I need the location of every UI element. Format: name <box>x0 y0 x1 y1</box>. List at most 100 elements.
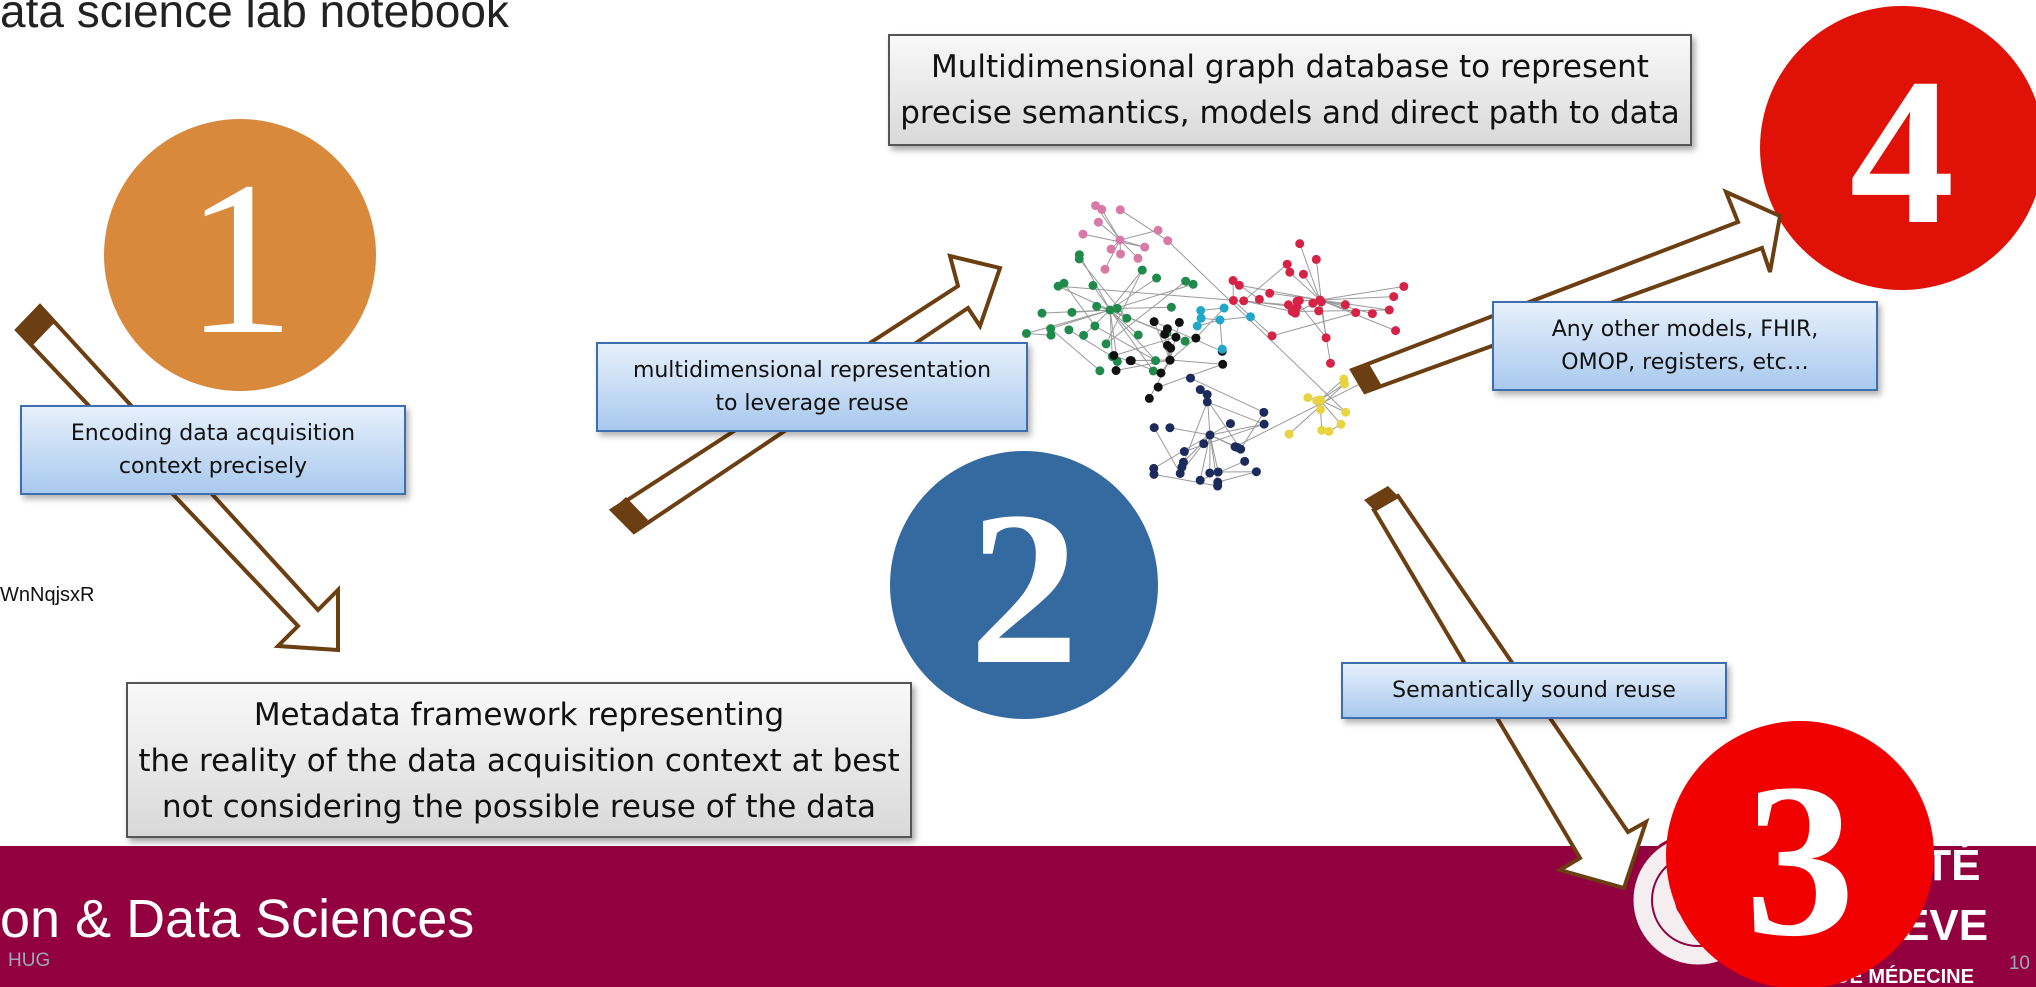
network-node <box>1228 295 1238 305</box>
network-edge <box>1209 434 1236 448</box>
network-node <box>1245 312 1255 322</box>
network-node <box>1137 265 1147 275</box>
network-node <box>1174 317 1184 327</box>
network-edge <box>1319 399 1342 425</box>
network-edge <box>1167 240 1346 413</box>
network-edge <box>1050 309 1111 330</box>
network-node <box>1205 468 1215 478</box>
multidim-line-1: multidimensional representation <box>632 358 992 383</box>
network-node <box>1195 385 1205 395</box>
network-node <box>1267 331 1277 341</box>
network-node <box>1205 430 1215 440</box>
network-node <box>1399 281 1409 291</box>
encoding-line-2: context precisely <box>118 454 308 479</box>
network-node <box>1324 426 1334 436</box>
network-edge <box>1169 359 1223 365</box>
network-edge <box>1063 282 1096 327</box>
network-node <box>1165 423 1175 433</box>
network-edge <box>1319 383 1345 401</box>
network-node <box>1185 373 1195 383</box>
semantic-line-1: Semantically sound reuse <box>1392 678 1676 703</box>
network-node <box>1239 296 1249 306</box>
network-node <box>1285 267 1295 277</box>
network-node <box>1292 302 1302 312</box>
network-node <box>1283 300 1293 310</box>
network-graph <box>1021 201 1409 491</box>
side-text: WnNqjsxR <box>0 584 95 606</box>
network-node <box>1175 468 1185 478</box>
network-edge <box>1071 309 1111 313</box>
network-edge <box>1094 325 1156 362</box>
network-node <box>1133 253 1143 263</box>
network-edge <box>1199 434 1211 481</box>
network-node <box>1298 269 1308 279</box>
network-edge <box>1240 412 1265 450</box>
network-node <box>1225 419 1235 429</box>
network-edge <box>1217 471 1257 483</box>
network-edge <box>1153 321 1171 361</box>
network-node <box>1149 317 1159 327</box>
badge-3: 3 <box>1666 721 1934 987</box>
network-edge <box>1315 259 1322 302</box>
network-node <box>1156 368 1166 378</box>
network-node <box>1179 447 1189 457</box>
graph-db-line-1: Multidimensional graph database to repre… <box>931 49 1649 85</box>
network-node <box>1122 313 1132 323</box>
network-node <box>1166 343 1176 353</box>
metadata-line-3: not considering the possible reuse of th… <box>162 789 876 825</box>
network-node <box>1144 393 1154 403</box>
network-node <box>1314 306 1324 316</box>
network-node <box>1213 477 1223 487</box>
network-node <box>1078 229 1088 239</box>
network-node <box>1303 393 1313 403</box>
network-node <box>1160 329 1170 339</box>
network-edge <box>1115 359 1171 372</box>
graph-db-box: Multidimensional graph database to repre… <box>888 34 1692 146</box>
network-edge <box>1117 306 1172 309</box>
network-node <box>1321 333 1331 343</box>
network-node <box>1165 355 1175 365</box>
network-edge <box>1169 427 1211 436</box>
footer-left-label: HUG <box>8 950 51 971</box>
network-node <box>1202 397 1212 407</box>
metadata-line-2: the reality of the data acquisition cont… <box>138 743 900 779</box>
slide-title: ata science lab notebook <box>0 0 509 37</box>
network-node <box>1308 298 1318 308</box>
network-node <box>1067 307 1077 317</box>
badge-4: 4 <box>1760 6 2036 290</box>
network-node <box>1112 303 1122 313</box>
network-node <box>1178 457 1188 467</box>
network-node <box>1284 429 1294 439</box>
network-edge <box>1109 309 1139 336</box>
network-edge <box>1319 296 1394 301</box>
network-node <box>1254 294 1264 304</box>
encoding-callout: Encoding data acquisition context precis… <box>20 405 406 495</box>
network-edge <box>1289 271 1321 301</box>
badge-2-label: 2 <box>969 466 1079 710</box>
badge-1-label: 1 <box>185 136 295 380</box>
network-node <box>1021 328 1031 338</box>
network-edge <box>1105 280 1186 345</box>
network-node <box>1325 358 1335 368</box>
network-node <box>1259 407 1269 417</box>
network-edge <box>1319 378 1345 401</box>
network-node <box>1199 439 1209 449</box>
metadata-box: Metadata framework representing the real… <box>126 682 912 838</box>
network-node <box>1090 321 1100 331</box>
network-node <box>1316 297 1326 307</box>
network-node <box>1116 249 1126 259</box>
network-node <box>1259 419 1269 429</box>
network-node <box>1192 321 1202 331</box>
network-node <box>1074 250 1084 260</box>
network-edge <box>1207 401 1265 425</box>
network-node <box>1295 239 1305 249</box>
network-edge <box>1234 382 1363 448</box>
network-node <box>1149 423 1159 433</box>
network-node <box>1196 306 1206 316</box>
network-node <box>1163 236 1173 246</box>
network-edge <box>1148 359 1171 399</box>
network-edge <box>1101 209 1121 241</box>
network-node <box>1101 339 1111 349</box>
network-node <box>1153 225 1163 235</box>
multidim-callout: multidimensional representation to lever… <box>596 342 1028 432</box>
